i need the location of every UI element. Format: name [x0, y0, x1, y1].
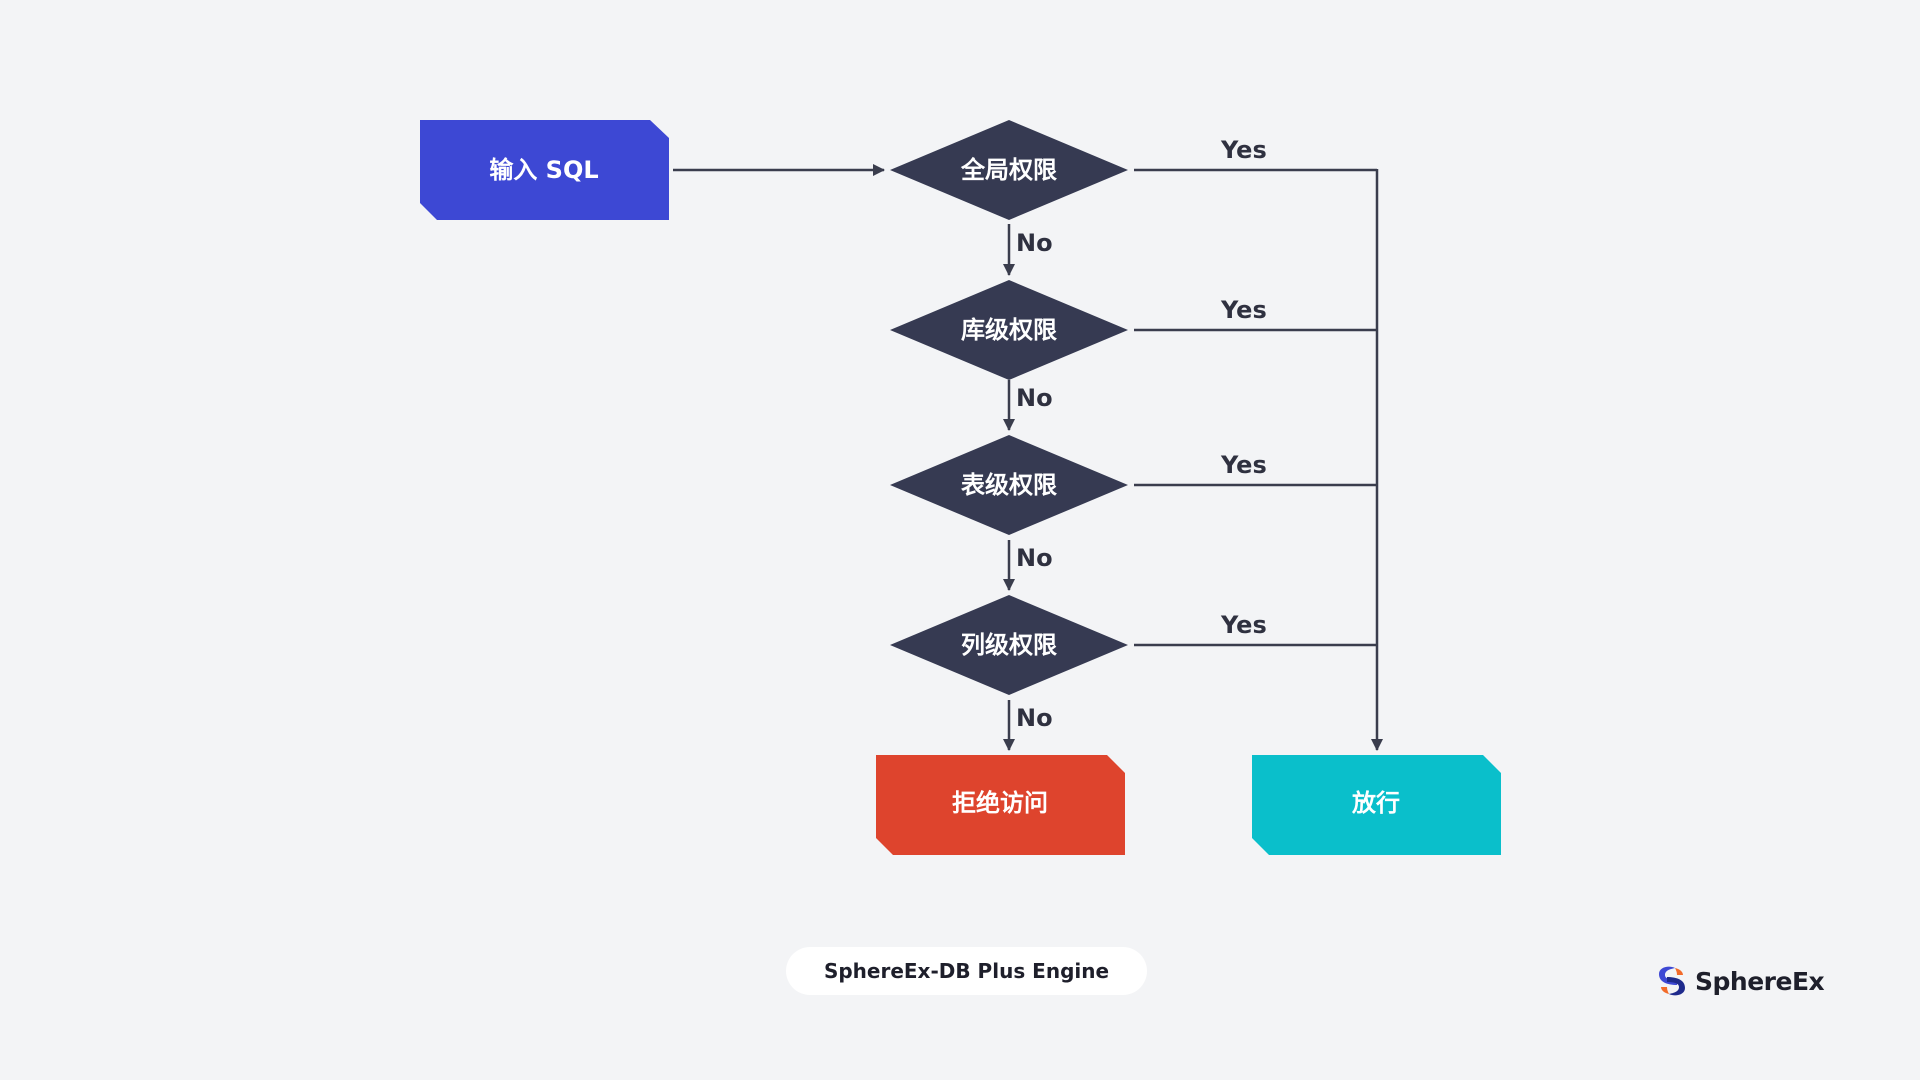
label-global-no: No — [1016, 229, 1053, 257]
label-db-no: No — [1016, 384, 1053, 412]
label-table-yes: Yes — [1220, 451, 1267, 479]
brand-logo: SphereEx — [1655, 963, 1825, 999]
engine-badge: SphereEx-DB Plus Engine — [786, 947, 1147, 995]
input-node: 输入 SQL — [420, 120, 669, 220]
sphereex-logo-icon — [1659, 966, 1685, 996]
decision-global-label: 全局权限 — [960, 156, 1057, 184]
brand-name: SphereEx — [1695, 966, 1825, 996]
edges — [673, 164, 1383, 751]
decision-table-label: 表级权限 — [961, 471, 1057, 499]
label-table-no: No — [1016, 544, 1053, 572]
decision-db: 库级权限 — [890, 280, 1128, 380]
label-db-yes: Yes — [1220, 296, 1267, 324]
label-global-yes: Yes — [1220, 136, 1267, 164]
deny-node: 拒绝访问 — [876, 755, 1125, 855]
decision-table: 表级权限 — [890, 435, 1128, 535]
label-column-yes: Yes — [1220, 611, 1267, 639]
engine-badge-label: SphereEx-DB Plus Engine — [823, 959, 1110, 983]
decision-global: 全局权限 — [890, 120, 1128, 220]
edge-labels: Yes Yes Yes Yes No No No No — [1016, 136, 1267, 732]
allow-node: 放行 — [1252, 755, 1501, 855]
allow-node-label: 放行 — [1351, 789, 1400, 817]
decision-column-label: 列级权限 — [961, 631, 1057, 659]
input-node-label: 输入 SQL — [489, 156, 598, 184]
decision-db-label: 库级权限 — [961, 316, 1057, 344]
decision-column: 列级权限 — [890, 595, 1128, 695]
label-column-no: No — [1016, 704, 1053, 732]
deny-node-label: 拒绝访问 — [952, 789, 1048, 817]
